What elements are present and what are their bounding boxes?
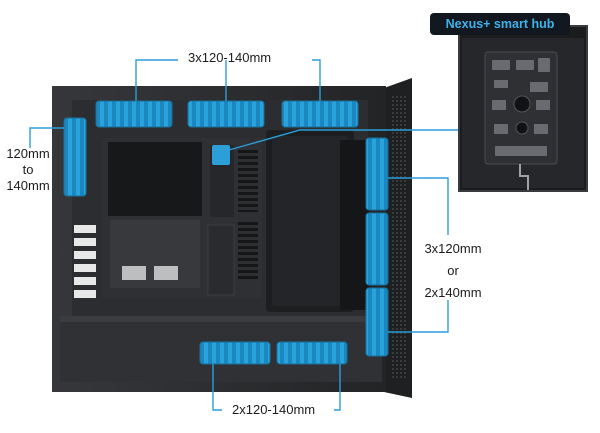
right-fans-label: 3x120mm or 2x140mm	[418, 238, 488, 304]
io-cutout-1	[122, 266, 146, 280]
right-fan-3	[365, 287, 389, 357]
bottom-fan-2	[276, 341, 348, 365]
hub-leader	[221, 129, 462, 153]
io-cutout-2	[154, 266, 178, 280]
expansion-slots	[74, 225, 96, 298]
hub-chip-1	[513, 95, 531, 113]
right-fans-label-line3: 2x140mm	[424, 285, 482, 300]
callout-lines	[29, 59, 462, 411]
front-fan-label-line3: 140mm	[6, 178, 50, 193]
front-fan-label-line2: to	[22, 162, 34, 177]
top-fans-label: 3x120-140mm	[188, 50, 272, 65]
psu-shroud-top	[60, 316, 382, 322]
side-vent-grille	[392, 95, 408, 380]
hub-inset	[458, 25, 588, 192]
mounting-plate	[207, 224, 235, 296]
top-fan-1	[95, 100, 173, 128]
rear-fan-area	[340, 140, 370, 310]
hub-components	[492, 58, 550, 156]
hub-title: Nexus+ smart hub	[430, 13, 570, 35]
front-fan-label-line1: 120mm	[6, 146, 50, 161]
top-fan-3	[281, 100, 359, 128]
pc-case	[52, 78, 412, 398]
hub-cable	[519, 164, 529, 190]
right-fans-label-line1: 3x120mm	[424, 241, 482, 256]
front-fan-leader	[29, 127, 64, 148]
front-fan	[63, 117, 87, 197]
top-fan-2	[187, 100, 265, 128]
hub-chip-2	[515, 121, 529, 135]
smart-hub-marker	[212, 145, 230, 165]
cable-slot-3	[238, 222, 258, 280]
drive-cover-inner	[272, 136, 348, 306]
top-fans-bracket	[135, 59, 178, 101]
right-fans-leader	[388, 177, 449, 235]
front-fan-label: 120mm to 140mm	[2, 146, 54, 194]
bottom-fans-leader	[212, 364, 222, 411]
fan-mounts	[63, 100, 389, 365]
right-fan-1	[365, 137, 389, 211]
right-fans-label-line2: or	[447, 263, 459, 278]
bottom-fan-1	[199, 341, 271, 365]
right-fan-2	[365, 212, 389, 286]
cable-slot-2	[238, 150, 258, 212]
bottom-fans-label: 2x120-140mm	[232, 402, 316, 417]
cpu-cutout	[108, 142, 202, 216]
